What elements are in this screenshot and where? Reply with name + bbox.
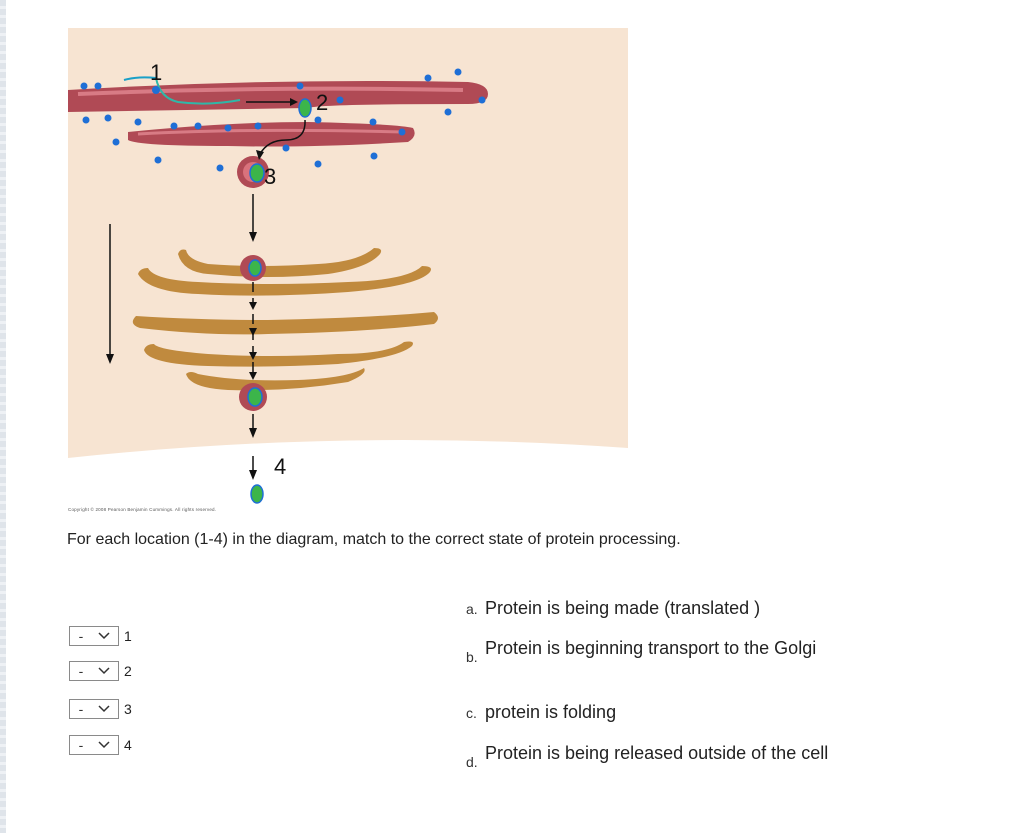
option-letter: a. — [466, 601, 478, 617]
overall-flow-arrow-head — [106, 354, 114, 364]
match-location-label: 1 — [124, 628, 132, 644]
option-text: protein is folding — [485, 702, 617, 722]
arrow-site2-to-site3-head — [256, 150, 264, 160]
option-a: a. Protein is being made (translated ) — [466, 597, 866, 619]
option-d: d. Protein is being released outside of … — [466, 742, 866, 770]
select-value: - — [78, 737, 84, 753]
match-select-1[interactable]: - — [69, 626, 119, 646]
match-row-4: - 4 — [69, 734, 132, 756]
arrow-site2-to-site3 — [259, 119, 306, 155]
vesicle-protein — [247, 387, 263, 407]
chevron-down-icon — [92, 736, 116, 754]
mrna-strand — [123, 76, 157, 81]
ribosomes — [80, 68, 486, 172]
location-label-2: 2 — [316, 90, 328, 115]
match-location-label: 4 — [124, 737, 132, 753]
chevron-down-icon — [92, 700, 116, 718]
golgi-apparatus — [132, 248, 439, 391]
option-letter: d. — [466, 754, 478, 770]
er-lower-highlight — [137, 128, 404, 136]
match-row-2: - 2 — [69, 660, 132, 682]
location-label-1: 1 — [150, 60, 162, 85]
select-value: - — [78, 628, 84, 644]
arrow-site3-to-golgi-head — [249, 232, 257, 242]
arrow-to-site2-head — [290, 98, 298, 106]
match-location-label: 2 — [124, 663, 132, 679]
chevron-down-icon — [92, 627, 116, 645]
released-protein — [250, 484, 264, 504]
option-letter: b. — [466, 649, 478, 665]
option-c: c. protein is folding — [466, 701, 866, 723]
match-select-4[interactable]: - — [69, 735, 119, 755]
match-row-3: - 3 — [69, 698, 132, 720]
location-label-3: 3 — [264, 164, 276, 189]
er-upper-highlight — [77, 86, 464, 96]
site2-protein — [298, 98, 312, 118]
site1-ribosome — [152, 86, 160, 94]
match-select-2[interactable]: - — [69, 661, 119, 681]
site3-protein — [249, 163, 265, 183]
question-text: For each location (1-4) in the diagram, … — [67, 531, 681, 548]
match-row-1: - 1 — [69, 625, 132, 647]
option-b: b. Protein is beginning transport to the… — [466, 637, 826, 665]
chevron-down-icon — [92, 662, 116, 680]
option-letter: c. — [466, 705, 477, 721]
option-text: Protein is being made (translated ) — [485, 598, 761, 618]
location-label-4: 4 — [274, 454, 286, 479]
page-left-rule — [0, 0, 6, 833]
select-value: - — [78, 701, 84, 717]
diagram-svg: 1 2 3 4 — [68, 28, 628, 504]
copyright-notice: Copyright © 2008 Pearson Benjamin Cummin… — [68, 507, 217, 512]
match-location-label: 3 — [124, 701, 132, 717]
option-text: Protein is beginning transport to the Go… — [485, 638, 817, 658]
match-select-3[interactable]: - — [69, 699, 119, 719]
select-value: - — [78, 663, 84, 679]
option-text: Protein is being released outside of the… — [485, 743, 829, 763]
protein-processing-diagram: 1 2 3 4 — [68, 28, 628, 508]
